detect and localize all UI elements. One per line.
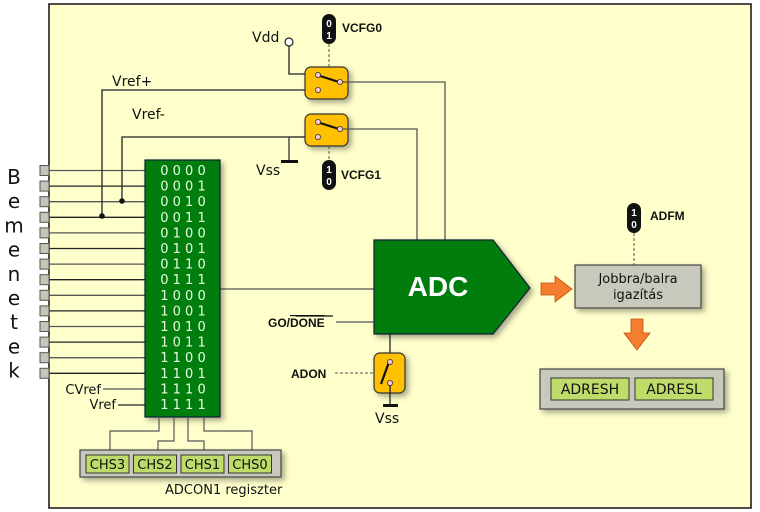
chs-wires	[109, 417, 253, 450]
mux-code: 1 1 0 1	[160, 367, 205, 382]
result-register-label: ADRESL	[646, 382, 702, 398]
vcfg0-label: VCFG0	[342, 21, 382, 35]
input-pin[interactable]	[39, 258, 50, 270]
inputs-label-letter: e	[8, 238, 20, 262]
justification-line1: Jobbra/balra	[597, 272, 677, 287]
result-register-adresl[interactable]	[634, 377, 714, 401]
vref-label: Vref	[89, 398, 116, 413]
input-pin[interactable]	[39, 336, 50, 348]
input-pins	[39, 165, 145, 379]
mux-code: 1 0 0 1	[160, 304, 205, 319]
adfm-bit-toggle[interactable]: 1 0	[627, 203, 641, 233]
vss-bottom-label: Vss	[375, 411, 399, 427]
mux-code: 1 0 1 1	[160, 336, 205, 351]
vcfg1-bottom-value: 0	[326, 177, 332, 188]
input-pin[interactable]	[39, 196, 50, 208]
adcon1-field-label: CHS2	[137, 458, 172, 473]
inputs-label-letter: e	[8, 189, 20, 213]
mux-code: 1 0 1 0	[160, 320, 205, 335]
input-pin[interactable]	[39, 305, 50, 317]
result-register-adresh[interactable]	[550, 377, 630, 401]
mux-code: 0 0 0 1	[160, 180, 205, 195]
mux-code: 0 1 0 0	[160, 226, 205, 241]
input-pin[interactable]	[39, 227, 50, 239]
vdd-label: Vdd	[252, 30, 279, 46]
go-done-label: GO/DONE	[268, 316, 325, 330]
inputs-label-letter: e	[8, 286, 20, 310]
mux-code: 0 1 1 1	[160, 273, 205, 288]
mux-codes: 0 0 0 00 0 0 10 0 1 00 0 1 10 1 0 00 1 0…	[160, 164, 205, 413]
adcon1-field-label: CHS0	[232, 458, 267, 473]
vref-plus-label: Vref+	[112, 74, 152, 90]
mux-code: 0 1 1 0	[160, 258, 205, 273]
adcon1-field-chs3[interactable]	[85, 454, 130, 474]
justification-line2: igazítás	[613, 288, 663, 303]
vcfg1-switch[interactable]	[304, 113, 349, 147]
adcon1-field-chs1[interactable]	[180, 454, 225, 474]
vcfg1-label: VCFG1	[341, 168, 381, 182]
adcon1-field-chs2[interactable]	[133, 454, 177, 474]
input-pin[interactable]	[39, 352, 50, 364]
vref-minus-label: Vref-	[132, 107, 165, 123]
vcfg0-top-value: 0	[326, 19, 332, 30]
adfm-bottom-value: 0	[631, 220, 637, 231]
vcfg0-bottom-value: 1	[326, 31, 332, 42]
adfm-top-value: 1	[631, 208, 637, 219]
adc-label: ADC	[408, 271, 469, 302]
mux-code: 0 0 1 1	[160, 211, 205, 226]
inputs-label-letter: m	[4, 213, 23, 237]
switch-output-wires	[342, 81, 446, 240]
cvref-label: CVref	[65, 383, 101, 398]
mux-code: 1 0 0 0	[160, 289, 205, 304]
mux-code: 1 1 1 1	[160, 398, 205, 413]
junction-dot	[99, 213, 105, 219]
result-registers: ADRESH ADRESL	[550, 377, 714, 401]
input-pin[interactable]	[39, 180, 50, 192]
adc-block	[373, 239, 531, 335]
inputs-label-letter: t	[10, 310, 18, 334]
vcfg1-top-value: 1	[326, 165, 332, 176]
justification-block	[574, 264, 702, 309]
input-pin[interactable]	[39, 165, 50, 176]
junction-dot	[119, 198, 125, 204]
mux-code: 0 1 0 1	[160, 242, 205, 257]
adcon1-fields: CHS3 CHS2 CHS1 CHS0	[85, 454, 272, 474]
mux-code: 1 1 1 0	[160, 382, 205, 397]
input-pin[interactable]	[39, 243, 50, 254]
inputs-label-letter: n	[8, 262, 21, 286]
input-pin[interactable]	[39, 321, 50, 332]
adcon1-field-chs0[interactable]	[228, 454, 272, 474]
input-pin[interactable]	[39, 274, 50, 286]
vcfg0-switch[interactable]	[304, 66, 349, 100]
ground-icon	[281, 160, 298, 163]
result-register-label: ADRESH	[561, 382, 619, 398]
adcon1-field-label: CHS1	[185, 458, 220, 473]
input-pin[interactable]	[39, 289, 50, 301]
vdd-terminal-icon	[284, 37, 294, 47]
arrow-right-icon	[540, 275, 573, 303]
ground-icon	[383, 404, 398, 407]
adcon1-field-label: CHS3	[90, 458, 125, 473]
input-pin[interactable]	[39, 367, 50, 379]
vss-top-label: Vss	[256, 163, 280, 179]
mux-block	[144, 159, 221, 418]
mux-code: 1 1 0 0	[160, 351, 205, 366]
inputs-label-letter: e	[8, 334, 20, 358]
mux-code: 0 0 0 0	[160, 164, 205, 179]
vcfg0-bit-toggle[interactable]: 0 1	[322, 14, 336, 44]
vcfg1-bit-toggle[interactable]: 1 0	[322, 160, 336, 190]
vref-wires	[101, 89, 312, 216]
adcon1-caption: ADCON1 regiszter	[165, 483, 283, 498]
input-pin[interactable]	[39, 211, 50, 223]
mux-code: 0 0 1 0	[160, 195, 205, 210]
inputs-label-letter: k	[8, 359, 20, 383]
adfm-label: ADFM	[650, 209, 685, 223]
arrow-down-icon	[623, 318, 651, 351]
inputs-label-letter: B	[7, 165, 21, 189]
adon-label: ADON	[291, 367, 326, 381]
